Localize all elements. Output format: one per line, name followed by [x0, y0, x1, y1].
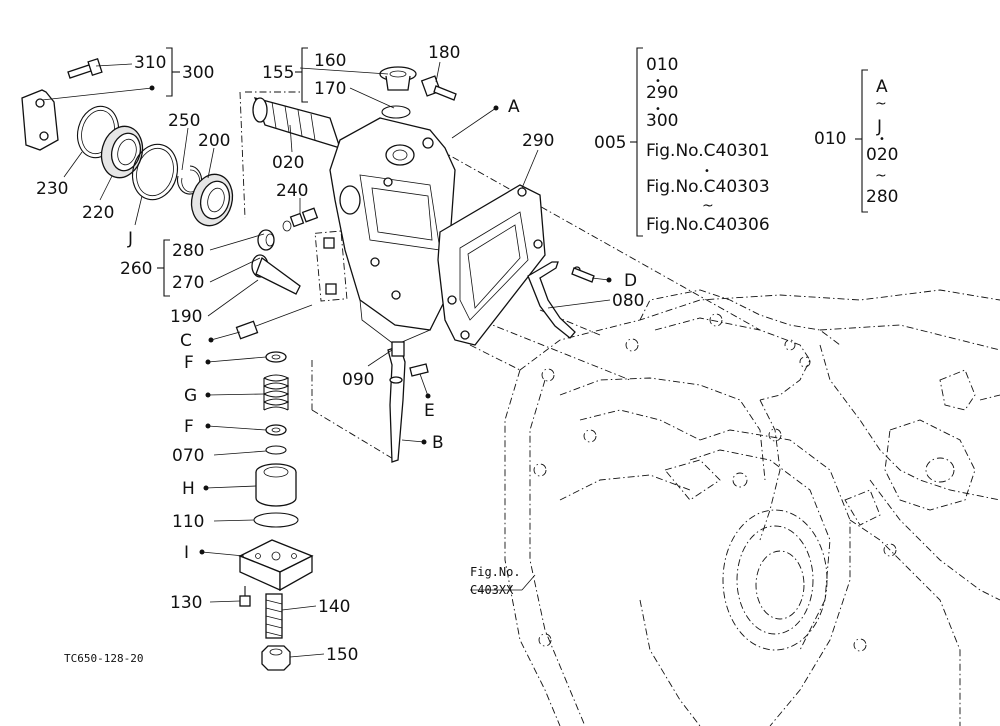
label-240: 240 [276, 181, 308, 201]
label-310: 310 [134, 53, 166, 73]
group-005-sep-3: ~ [702, 198, 714, 214]
label-155: 155 [262, 63, 294, 83]
group-010-code: 010 [814, 129, 846, 149]
label-150: 150 [326, 645, 358, 665]
label-H: H [182, 479, 195, 499]
part-090-shaft [387, 341, 406, 463]
part-150-nut [261, 645, 291, 671]
group-010-item-2: 020 [866, 145, 898, 165]
label-090: 090 [342, 370, 374, 390]
part-C-fitting [235, 304, 313, 340]
label-300: 300 [182, 63, 214, 83]
label-110: 110 [172, 512, 204, 532]
label-230: 230 [36, 179, 68, 199]
label-130: 130 [170, 593, 202, 613]
label-220: 220 [82, 203, 114, 223]
part-020-spool [252, 97, 342, 149]
label-170: 170 [314, 79, 346, 99]
part-200-bearing [190, 173, 234, 227]
part-130-bolt [239, 586, 251, 607]
part-F-washer-top [265, 351, 287, 363]
label-020: 020 [272, 153, 304, 173]
part-E-bolt [409, 363, 429, 377]
part-190-bolt [251, 254, 301, 295]
part-220-bearing [100, 125, 144, 179]
part-070-ring [265, 445, 287, 455]
group-005: 005 010 • 290 • 300 Fig.No.C40301 Fig.No… [594, 55, 770, 235]
label-200: 200 [198, 131, 230, 151]
detail-box-dashed [314, 230, 348, 302]
label-180: 180 [428, 43, 460, 63]
label-F-mid: F [184, 417, 194, 437]
label-250: 250 [168, 111, 200, 131]
label-160: 160 [314, 51, 346, 71]
label-C: C [180, 331, 192, 351]
group-005-sep-2: • [704, 166, 710, 177]
part-280-plug [257, 229, 275, 251]
leader-lines [41, 61, 612, 658]
group-010-sep-0: ~ [875, 96, 887, 112]
part-J-ring [131, 143, 179, 201]
label-E: E [424, 401, 435, 421]
reference-figure-label: Fig.No. C403XX [470, 565, 521, 597]
group-005-item-3: Fig.No.C40301 [646, 141, 770, 161]
part-I-cover [238, 539, 314, 592]
ref-fig-line1: Fig.No. [470, 565, 521, 579]
part-300-bracket [21, 89, 59, 151]
part-180-bolt [420, 75, 457, 101]
label-290: 290 [522, 131, 554, 151]
part-110-o-ring [253, 512, 299, 528]
part-D-bolt [571, 267, 595, 283]
part-160-plug [379, 66, 417, 91]
label-G: G [184, 386, 197, 406]
part-170-o-ring [381, 105, 411, 119]
part-290-gasket [437, 184, 546, 346]
part-310-bolt [67, 57, 103, 79]
group-010-item-3: 280 [866, 187, 898, 207]
ref-fig-line2: C403XX [470, 583, 514, 597]
figure-code: TC650-128-20 [64, 652, 143, 665]
part-F-washer-mid [265, 424, 287, 436]
label-A: A [508, 97, 520, 117]
group-010-sep-1: • [879, 134, 885, 145]
label-080: 080 [612, 291, 644, 311]
group-005-item-2: 300 [646, 111, 678, 131]
group-005-sep-0: • [655, 76, 661, 87]
label-070: 070 [172, 446, 204, 466]
group-005-item-5: Fig.No.C40306 [646, 215, 770, 235]
group-005-sep-1: • [655, 104, 661, 115]
label-J: J [127, 229, 133, 249]
label-F-top: F [184, 353, 194, 373]
label-D: D [624, 271, 637, 291]
label-260: 260 [120, 259, 152, 279]
brackets [157, 47, 868, 297]
label-190: 190 [170, 307, 202, 327]
group-010-item-0: A [876, 77, 888, 97]
group-005-item-4: Fig.No.C40303 [646, 177, 770, 197]
label-280: 280 [172, 241, 204, 261]
part-G-spring [263, 374, 290, 411]
group-010: 010 A ~ J • 020 ~ 280 [814, 77, 898, 207]
part-H-piston [255, 463, 297, 507]
label-B: B [432, 433, 444, 453]
transmission-housing [504, 289, 1000, 726]
group-005-item-1: 290 [646, 83, 678, 103]
label-140: 140 [318, 597, 350, 617]
label-270: 270 [172, 273, 204, 293]
label-I: I [184, 543, 189, 563]
part-140-screw [265, 593, 283, 639]
group-010-item-1: J [876, 117, 882, 137]
group-005-code: 005 [594, 133, 626, 153]
valve-body [329, 117, 456, 346]
part-240-fitting [282, 207, 319, 232]
group-010-sep-2: ~ [875, 168, 887, 184]
part-labels: 310 300 230 220 J 250 200 155 160 170 18… [36, 43, 644, 665]
group-005-item-0: 010 [646, 55, 678, 75]
